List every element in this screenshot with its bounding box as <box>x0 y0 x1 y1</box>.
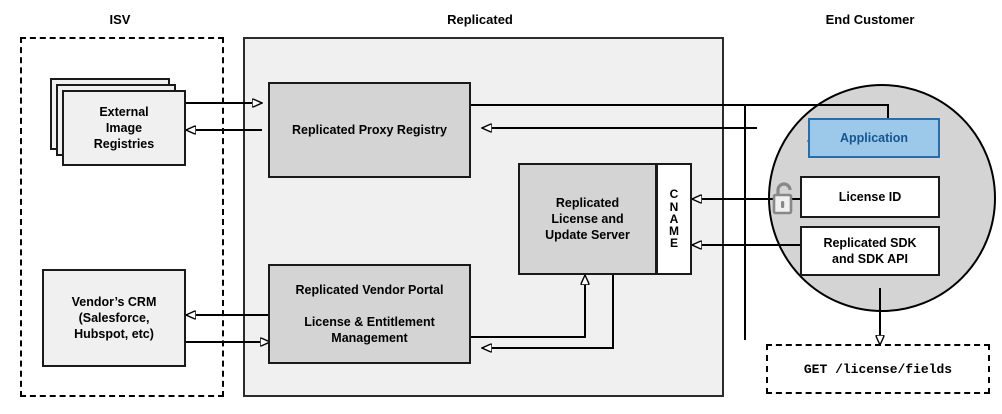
registry-line-3: Registries <box>93 137 155 151</box>
license-id-label: License ID <box>838 190 902 204</box>
cname-letter-e: E <box>669 236 678 251</box>
cname-letter-m: M <box>669 224 679 239</box>
node-replicated-license-update-server[interactable]: Replicated License and Update Server <box>518 163 657 275</box>
node-replicated-sdk[interactable]: Replicated SDK and SDK API <box>800 226 940 276</box>
wire-portal-to-license-server <box>471 275 585 338</box>
license-server-line-2: License and <box>551 212 624 226</box>
crm-line-2: (Salesforce, <box>78 311 150 325</box>
node-vendor-crm[interactable]: Vendor’s CRM (Salesforce, Hubspot, etc) <box>42 269 186 367</box>
sdk-line-2: and SDK API <box>832 252 908 266</box>
application-label: Application <box>839 131 909 145</box>
license-server-line-3: Update Server <box>545 228 630 242</box>
cname-letter-c: C <box>669 187 679 202</box>
node-api-call[interactable]: GET /license/fields <box>766 344 990 394</box>
node-replicated-proxy-registry[interactable]: Replicated Proxy Registry <box>268 82 471 178</box>
proxy-registry-label: Replicated Proxy Registry <box>292 123 447 137</box>
cname-letter-n: N <box>669 199 679 214</box>
vendor-portal-line-2: License & Entitlement <box>304 315 435 329</box>
cname-letter-a: A <box>669 211 679 226</box>
api-call-label: GET /license/fields <box>803 361 953 377</box>
crm-line-3: Hubspot, etc) <box>74 327 154 341</box>
zone-header-end-customer: End Customer <box>825 12 915 27</box>
sdk-line-1: Replicated SDK <box>823 236 917 250</box>
node-external-image-registries[interactable]: External Image Registries <box>62 90 186 166</box>
vendor-portal-line-1: Replicated Vendor Portal <box>295 283 444 297</box>
unlock-icon <box>768 180 798 218</box>
node-cname[interactable]: C N A M E <box>656 163 692 275</box>
wire-license-server-to-portal <box>482 275 614 348</box>
node-application[interactable]: Application <box>808 118 940 158</box>
node-license-id[interactable]: License ID <box>800 176 940 218</box>
crm-line-1: Vendor’s CRM <box>71 295 157 309</box>
vendor-portal-line-3: Management <box>331 331 408 345</box>
node-replicated-vendor-portal[interactable]: Replicated Vendor Portal License & Entit… <box>268 264 471 364</box>
zone-isv <box>20 37 224 397</box>
registry-line-2: Image <box>105 121 143 135</box>
registry-line-1: External <box>99 105 149 119</box>
zone-header-isv: ISV <box>109 12 131 27</box>
license-server-line-1: Replicated <box>555 196 620 210</box>
zone-header-replicated: Replicated <box>447 12 513 27</box>
